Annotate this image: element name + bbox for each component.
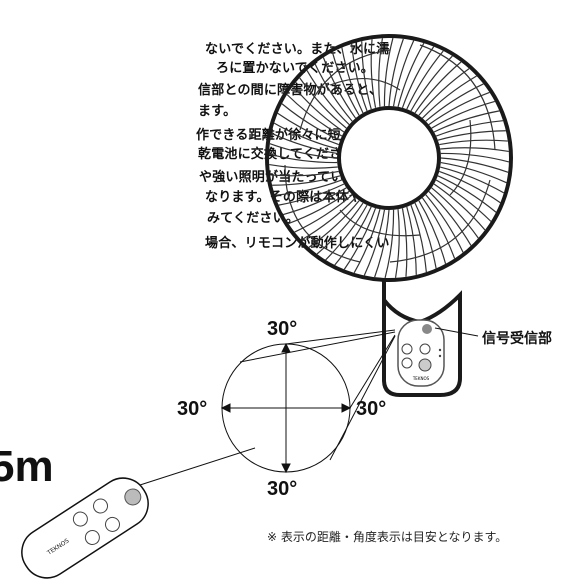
angle-right-label: 30° (356, 398, 387, 420)
control-panel (397, 319, 445, 387)
angle-bottom-label: 30° (267, 478, 298, 500)
angle-diagram (139, 327, 479, 486)
signal-receiver (422, 324, 432, 334)
footnote: ※ 表示の距離・角度表示は目安となります。 (267, 530, 508, 544)
angle-left-label: 30° (177, 398, 208, 420)
note-line-9: みてください。 (207, 211, 300, 226)
distance-label: 5m (0, 442, 54, 491)
note-line-4: ます。 (198, 104, 237, 119)
fan-brand-label: TEKNOS (412, 376, 430, 381)
angle-top-label: 30° (267, 318, 298, 340)
note-line-2: ろに置かないでください。 (216, 61, 375, 76)
note-line-7: や強い照明が当たっていると、 (199, 170, 383, 185)
fan-hub (337, 106, 441, 210)
note-line-8: なります。その際は本体や照明 (205, 190, 389, 205)
wall-fan-illustration: TEKNOS (265, 34, 513, 397)
receiver-label: 信号受信部 (482, 331, 552, 347)
remote-control: TEKNOS (21, 477, 149, 579)
